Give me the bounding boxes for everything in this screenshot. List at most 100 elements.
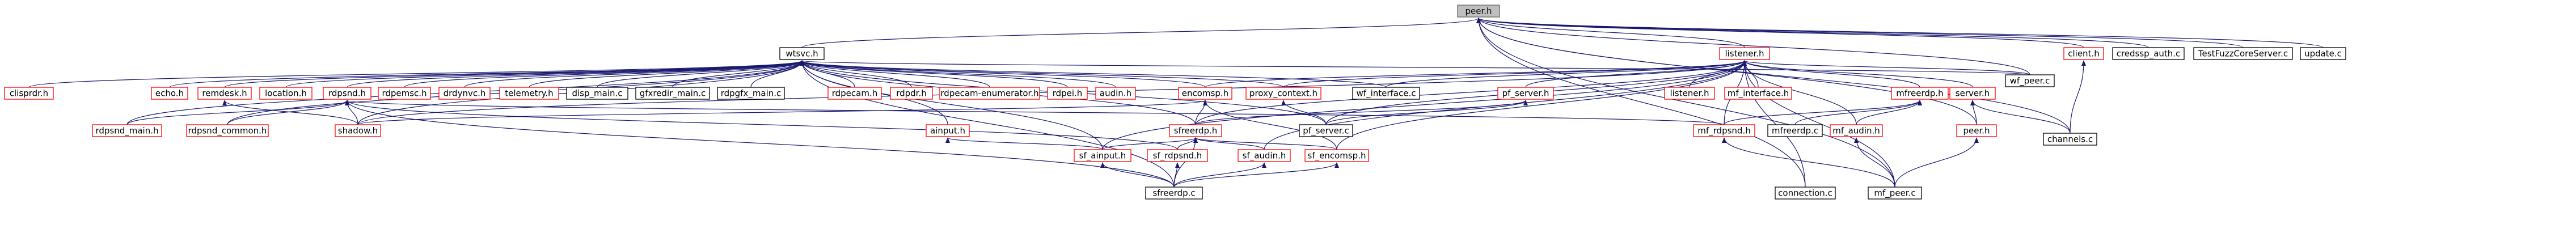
node-encomsp-h[interactable]: encomsp.h — [1178, 87, 1232, 100]
node-label: wf_interface.c — [1357, 88, 1416, 99]
node-audin-h[interactable]: audin.h — [1095, 87, 1136, 100]
node-box — [1457, 5, 1500, 18]
node-rdpgfx-main-c[interactable]: rdpgfx_main.c — [717, 87, 785, 100]
node-telemetry-h[interactable]: telemetry.h — [499, 87, 559, 100]
node-server-h[interactable]: server.h — [1949, 87, 1996, 100]
node-mfreerdp-c[interactable]: mfreerdp.c — [1767, 124, 1823, 137]
node-drdynvc-h[interactable]: drdynvc.h — [438, 87, 491, 100]
node-update-c[interactable]: update.c — [2300, 47, 2346, 60]
node-sf-audin-h[interactable]: sf_audin.h — [1238, 149, 1291, 162]
node-rdpsnd-main-h[interactable]: rdpsnd_main.h — [92, 124, 162, 137]
node-pf-server-h[interactable]: pf_server.h — [1497, 87, 1554, 100]
node-label: location.h — [265, 88, 307, 99]
node-mf-audin-h[interactable]: mf_audin.h — [1830, 124, 1883, 137]
node-rdpsnd-h[interactable]: rdpsnd.h — [323, 87, 371, 100]
node-box — [1949, 87, 1996, 100]
node-shadow-h[interactable]: shadow.h — [335, 124, 381, 137]
node-label: rdpemsc.h — [382, 88, 426, 99]
node-box — [1169, 124, 1222, 137]
node-remdesk-h[interactable]: remdesk.h — [197, 87, 252, 100]
node-listener-h2[interactable]: listener.h — [1664, 87, 1715, 100]
node-mfreerdp-h[interactable]: mfreerdp.h — [1891, 87, 1949, 100]
node-box — [1775, 187, 1836, 200]
node-box — [1245, 87, 1321, 100]
node-mf-rdpsnd-h[interactable]: mf_rdpsnd.h — [1693, 124, 1755, 137]
node-listener-h[interactable]: listener.h — [1719, 47, 1770, 60]
node-echo-h[interactable]: echo.h — [151, 87, 188, 100]
node-box — [92, 124, 162, 137]
node-rdpsnd-common-h[interactable]: rdpsnd_common.h — [186, 124, 269, 137]
node-box — [2193, 47, 2293, 60]
node-channels-c[interactable]: channels.c — [2043, 133, 2097, 146]
node-peer-h[interactable]: peer.h — [1956, 124, 1997, 137]
node-rdpdr-h[interactable]: rdpdr.h — [890, 87, 933, 100]
edge-pf_server_c-to-proxy_context_h — [1281, 100, 1327, 125]
node-sfreerdp-h[interactable]: sfreerdp.h — [1169, 124, 1222, 137]
edge-clisprdr_h-to-wtsvc_h — [28, 60, 804, 88]
node-mf-peer-c[interactable]: mf_peer.c — [1868, 187, 1922, 200]
edge-shadow_h-to-remdesk_h — [222, 100, 358, 125]
node-box — [438, 87, 491, 100]
node-credssp-auth-c[interactable]: credssp_auth.c — [2112, 47, 2185, 60]
node-box — [4, 87, 54, 100]
node-box — [1868, 187, 1922, 200]
node-box — [1147, 149, 1208, 162]
edge-shadow_h-to-encomsp_h — [357, 100, 1207, 125]
node-label: channels.c — [2047, 134, 2093, 145]
node-proxy-context-h[interactable]: proxy_context.h — [1245, 87, 1321, 100]
node-disp-main-c[interactable]: disp_main.c — [566, 87, 628, 100]
node-box — [197, 87, 252, 100]
node-ainput-h[interactable]: ainput.h — [926, 124, 970, 137]
node-sf-ainput-h[interactable]: sf_ainput.h — [1074, 149, 1131, 162]
node-label: remdesk.h — [202, 88, 247, 99]
edge-sf_encomsp_h-to-encomsp_h — [1203, 100, 1337, 150]
node-sf-rdpsnd-h[interactable]: sf_rdpsnd.h — [1147, 149, 1208, 162]
node-rdpei-h[interactable]: rdpei.h — [1047, 87, 1088, 100]
node-connection-c[interactable]: connection.c — [1775, 187, 1836, 200]
node-label: drdynvc.h — [444, 88, 486, 99]
node-box — [1074, 149, 1131, 162]
node-rdpemsc-h[interactable]: rdpemsc.h — [378, 87, 431, 100]
edge-sfreerdp_h-to-encomsp_h — [1195, 100, 1207, 125]
edge-sf_ainput_h-to-ainput_h — [945, 137, 1103, 150]
node-box — [1724, 87, 1792, 100]
node-wtsvc-h[interactable]: wtsvc.h — [779, 47, 825, 60]
node-pf-server-c[interactable]: pf_server.c — [1299, 124, 1353, 137]
node-location-h[interactable]: location.h — [259, 87, 313, 100]
node-label: mfreerdp.h — [1896, 88, 1943, 99]
node-gfxredir-main-c[interactable]: gfxredir_main.c — [635, 87, 710, 100]
edge-rdpdr_h-to-wtsvc_h — [800, 60, 912, 88]
node-box — [2005, 74, 2055, 87]
node-rdpecam-h[interactable]: rdpecam.h — [827, 87, 882, 100]
edge-sf_encomsp_h-to-sfreerdp_h — [1193, 137, 1337, 150]
node-wf-peer-c[interactable]: wf_peer.c — [2005, 74, 2055, 87]
edge-server_h-to-listener_h — [1742, 60, 1973, 88]
node-label: encomsp.h — [1182, 88, 1228, 99]
node-mf-interface-h[interactable]: mf_interface.h — [1724, 87, 1792, 100]
edge-update_c-to-peer_h_root — [1476, 18, 2324, 48]
node-box — [323, 87, 371, 100]
node-box — [1304, 149, 1369, 162]
node-client-h[interactable]: client.h — [2063, 47, 2104, 60]
node-rdpecam-enumerator-h[interactable]: rdpecam-enumerator.h — [939, 87, 1040, 100]
edge-sf_encomsp_h-to-listener_h — [1336, 60, 1747, 150]
edge-rdpsnd_main_h-to-rdpsnd_h — [126, 100, 349, 125]
node-sf-encomsp-h[interactable]: sf_encomsp.h — [1304, 149, 1369, 162]
edge-rdpei_h-to-wtsvc_h — [800, 60, 1068, 88]
node-box — [2063, 47, 2104, 60]
edge-sfreerdp_h-to-listener_h — [1195, 60, 1747, 125]
edge-layer — [28, 18, 2324, 188]
node-box — [151, 87, 188, 100]
node-label: listener.h — [1670, 88, 1709, 99]
node-clisprdr-h[interactable]: clisprdr.h — [4, 87, 54, 100]
edge-mf_audin_h-to-listener_h — [1742, 60, 1857, 125]
node-label: client.h — [2068, 49, 2099, 59]
node-wf-interface-c[interactable]: wf_interface.c — [1352, 87, 1420, 100]
edge-wf_interface_c-to-wtsvc_h — [800, 60, 1387, 88]
node-label: sf_rdpsnd.h — [1153, 151, 1202, 162]
edge-sfreerdp_c-to-rdpsnd_h — [345, 100, 1175, 188]
node-sfreerdp-c[interactable]: sfreerdp.c — [1145, 187, 1203, 200]
node-testfuzzcoreserver-c[interactable]: TestFuzzCoreServer.c — [2193, 47, 2293, 60]
node-label: rdpecam.h — [832, 88, 878, 99]
node-label: rdpecam-enumerator.h — [940, 88, 1038, 99]
